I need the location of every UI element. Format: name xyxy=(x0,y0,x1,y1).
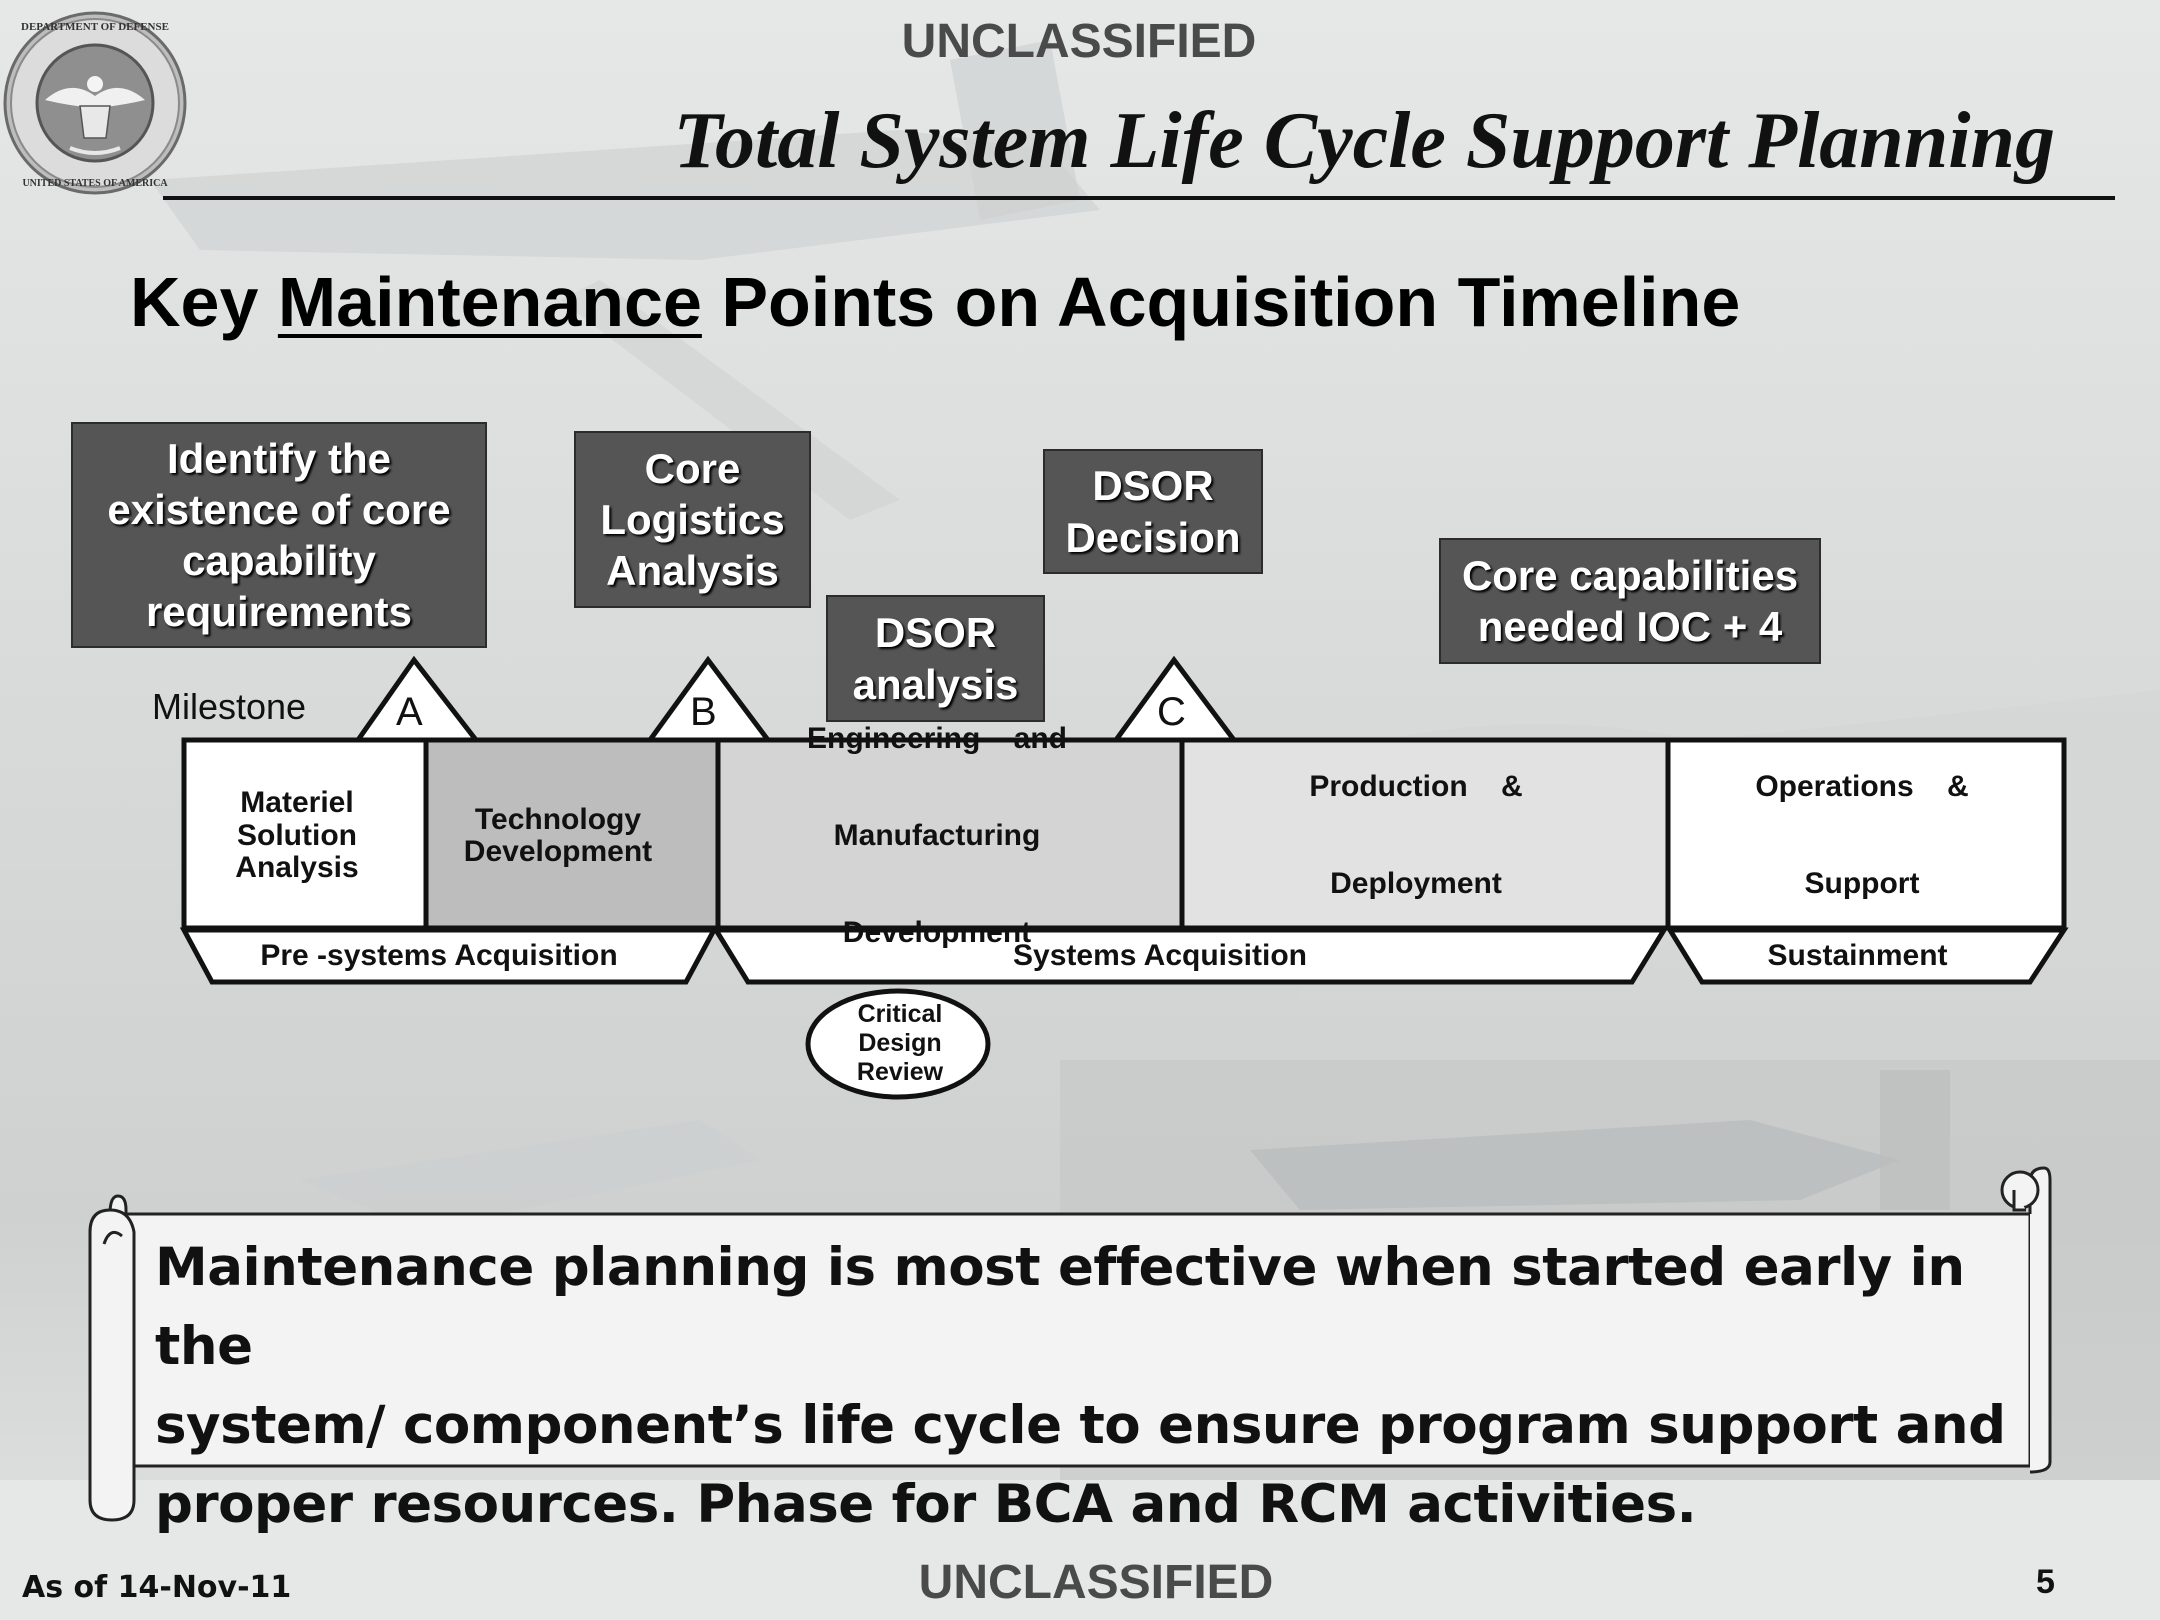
phase-pd-label: Production & Deployment xyxy=(1186,744,1646,928)
callout-line: needed IOC + 4 xyxy=(1477,603,1783,650)
milestone-triangle-a xyxy=(353,655,482,743)
milestone-b-label: B xyxy=(690,690,717,734)
callout-line: Core capabilities xyxy=(1461,551,1799,599)
subtitle-prefix: Key xyxy=(130,263,259,341)
phase-msa-label: Materiel Solution Analysis xyxy=(188,744,406,928)
svg-text:UNITED STATES OF AMERICA: UNITED STATES OF AMERICA xyxy=(22,178,168,189)
band-systems xyxy=(711,927,1669,985)
cdr-line: Critical xyxy=(857,1000,943,1028)
phase-line: Production & xyxy=(1309,770,1523,804)
milestone-a-label: A xyxy=(396,690,423,734)
callout-core-logistics-analysis: Core Logistics Analysis xyxy=(574,431,811,608)
page-number: 5 xyxy=(2036,1563,2055,1601)
callout-line: existence of core xyxy=(107,485,451,533)
phase-line: Support xyxy=(1804,867,1920,901)
phase-td-label: Technology Development xyxy=(430,744,686,928)
callout-line: Logistics xyxy=(600,495,785,543)
milestone-c-label: C xyxy=(1157,690,1186,734)
phase-emd-label: Engineering and Manufacturing Developmen… xyxy=(722,722,1152,949)
callout-line: analysis xyxy=(852,660,1019,708)
phase-line: Solution xyxy=(237,818,357,852)
slide-title: Total System Life Cycle Support Planning xyxy=(673,97,2055,185)
phase-line: Development xyxy=(842,915,1032,949)
phase-line: Manufacturing xyxy=(833,818,1041,852)
footer-date: As of 14-Nov-11 xyxy=(22,1570,292,1605)
band-sustainment-label: Sustainment xyxy=(1767,939,1948,972)
milestone-triangle-c xyxy=(1111,655,1239,743)
callout-core-capabilities: Core capabilities needed IOC + 4 xyxy=(1439,538,1821,664)
callout-line: DSOR xyxy=(1092,462,1214,510)
subtitle-emphasis: Maintenance xyxy=(277,263,702,341)
scroll-line: system/ component’s life cycle to ensure… xyxy=(155,1395,2006,1456)
scroll-line: Maintenance planning is most effective w… xyxy=(155,1237,1965,1377)
dod-seal-logo: DEPARTMENT OF DEFENSE UNITED STATES OF A… xyxy=(3,11,187,195)
band-sustainment xyxy=(1665,927,2069,985)
phase-line: Analysis xyxy=(235,851,359,885)
cdr-line: Design xyxy=(858,1028,942,1057)
critical-design-review-label: Critical Design Review xyxy=(810,1000,990,1086)
callout-identify-core-requirements: Identify the existence of core capabilit… xyxy=(71,422,487,648)
band-pre-systems xyxy=(179,927,719,985)
band-systems-label: Systems Acquisition xyxy=(1013,939,1307,972)
svg-text:DEPARTMENT OF DEFENSE: DEPARTMENT OF DEFENSE xyxy=(21,21,169,33)
critical-design-review-ellipse xyxy=(805,988,991,1100)
title-divider xyxy=(163,196,2115,200)
callout-line: Analysis xyxy=(606,547,779,595)
phase-os-label: Operations & Support xyxy=(1672,744,2052,928)
phase-line: Technology xyxy=(474,802,642,836)
phase-line: Development xyxy=(463,835,653,868)
scroll-message: Maintenance planning is most effective w… xyxy=(155,1228,2035,1544)
scroll-line: proper resources. Phase for BCA and RCM … xyxy=(155,1474,1697,1535)
callout-line: DSOR xyxy=(874,609,997,657)
callout-line: Identify the xyxy=(166,434,391,482)
slide-subtitle: Key Maintenance Points on Acquisition Ti… xyxy=(130,262,1740,342)
callout-line: capability xyxy=(182,537,376,584)
scroll-banner xyxy=(88,1166,2052,1522)
callout-line: Decision xyxy=(1065,513,1241,561)
callout-line: requirements xyxy=(145,588,413,636)
phase-box-td xyxy=(423,737,721,931)
cdr-line: Review xyxy=(856,1057,944,1086)
phase-box-msa xyxy=(181,737,429,931)
milestone-triangle-b xyxy=(645,655,773,743)
callout-dsor-decision: DSOR Decision xyxy=(1043,449,1263,574)
phase-box-emd xyxy=(715,737,1185,931)
callout-line: Core xyxy=(644,444,741,492)
classification-banner-bottom: UNCLASSIFIED xyxy=(918,1556,1274,1609)
phase-line: Engineering and xyxy=(806,721,1068,755)
milestone-label: Milestone xyxy=(152,686,307,727)
phase-line: Materiel xyxy=(240,786,354,820)
phase-line: Deployment xyxy=(1330,867,1502,901)
subtitle-suffix: Points on Acquisition Timeline xyxy=(721,263,1741,341)
classification-banner-top: UNCLASSIFIED xyxy=(901,15,1257,68)
callout-dsor-analysis: DSOR analysis xyxy=(826,595,1045,722)
phase-line: Operations & xyxy=(1755,770,1969,804)
band-pre-systems-label: Pre -systems Acquisition xyxy=(260,939,618,972)
phase-box-os xyxy=(1665,737,2067,931)
